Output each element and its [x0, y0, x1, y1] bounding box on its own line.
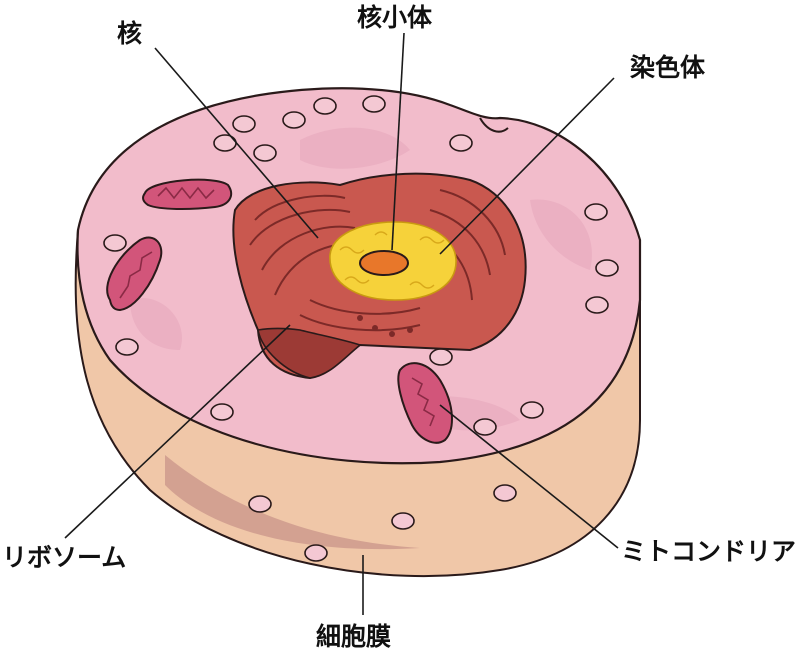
label-cell-membrane: 細胞膜 — [316, 622, 391, 651]
leader-lines — [64, 32, 619, 615]
mitochondrion-top-left — [142, 178, 233, 211]
label-mitochondria: ミトコンドリア — [621, 537, 796, 566]
mitochondrion-left — [106, 236, 163, 312]
cell-side-shadow — [165, 455, 420, 550]
label-nucleolus: 核小体 — [357, 3, 433, 32]
label-nucleus: 核 — [117, 19, 142, 48]
label-chromosome: 染色体 — [630, 53, 706, 82]
label-ribosome: リボソーム — [2, 543, 126, 572]
mitochondrion-bottom — [397, 362, 453, 444]
nucleolus — [359, 250, 409, 276]
ribosome-dots — [103, 95, 619, 562]
